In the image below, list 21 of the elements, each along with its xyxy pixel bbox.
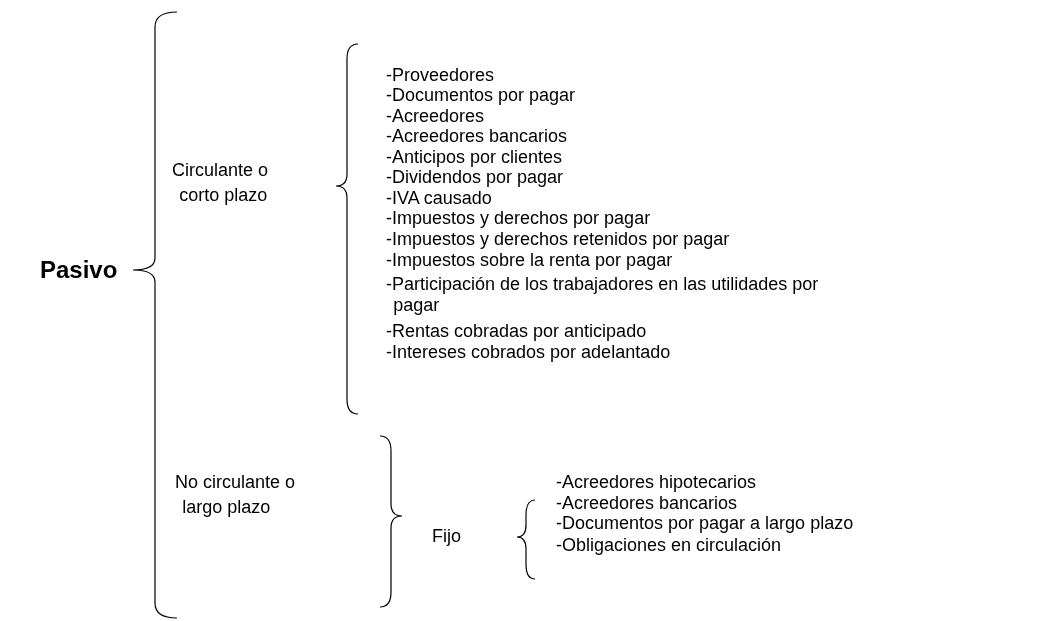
group-heading: Fijo (432, 525, 461, 548)
list-item: -Documentos por pagar (386, 85, 576, 106)
list-item: -Documentos por pagar a largo plazo (556, 513, 854, 534)
list-item: -Dividendos por pagar (386, 167, 564, 188)
list-item: -Intereses cobrados por adelantado (386, 342, 671, 363)
list-item: -Anticipos por clientes (386, 147, 563, 168)
list-item: -Impuestos sobre la renta por pagar (386, 250, 673, 271)
root-heading: Pasivo (40, 256, 118, 284)
list-item: -Impuestos y derechos por pagar (386, 208, 651, 229)
list-item: -Acreedores bancarios (386, 126, 568, 147)
group-heading: No circulante o largo plazo (175, 471, 297, 519)
list-item: -Acreedores bancarios (556, 493, 738, 514)
list-item: -Proveedores (386, 65, 495, 86)
list-item: -Rentas cobradas por anticipado (386, 321, 647, 342)
list-item: -Acreedores hipotecarios (556, 472, 757, 493)
list-item: -IVA causado (386, 188, 492, 209)
group-heading: Circulante o corto plazo (172, 159, 270, 207)
list-item: -Obligaciones en circulación (556, 535, 782, 556)
list-item: -Acreedores (386, 106, 485, 127)
list-item: -Participación de los trabajadores en las utilidades por pagar (386, 274, 820, 316)
list-item: -Impuestos y derechos retenidos por pagar (386, 229, 730, 250)
